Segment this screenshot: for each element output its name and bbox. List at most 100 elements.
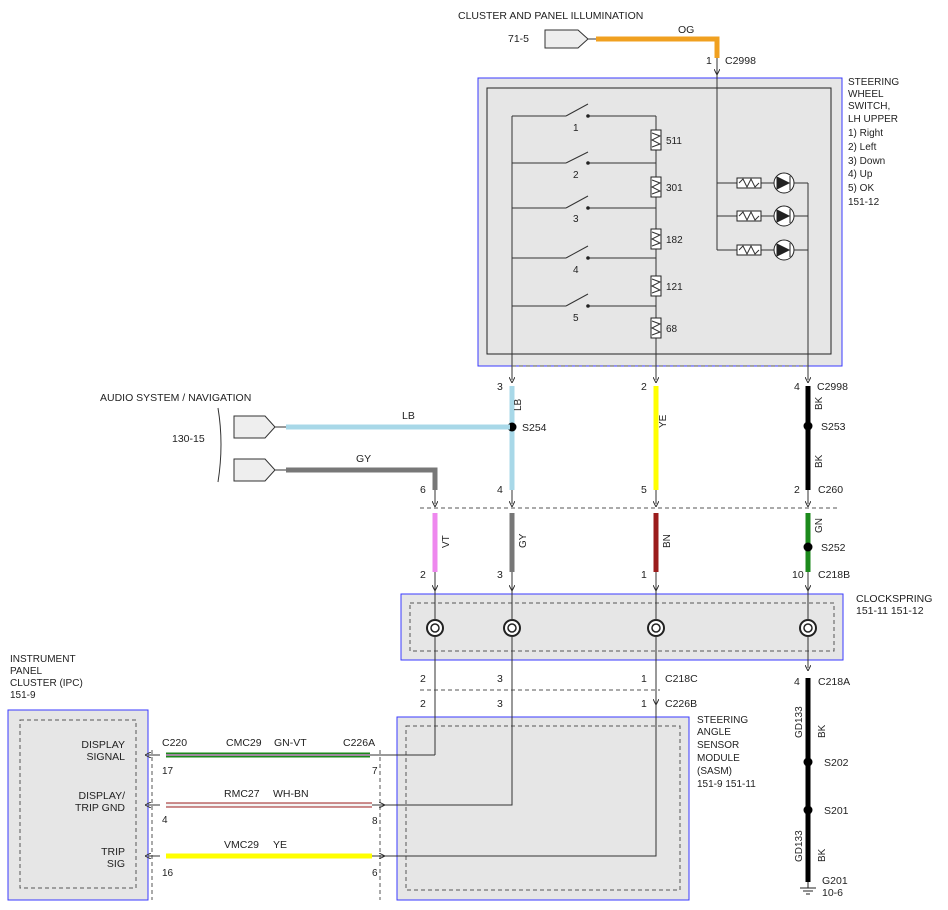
- ipc-signal-labels: DISPLAY SIGNAL DISPLAY/ TRIP GND TRIP SI…: [75, 739, 125, 870]
- svg-text:SENSOR: SENSOR: [697, 740, 739, 751]
- c220-label: C220: [162, 737, 187, 749]
- bk-label-3: BK: [817, 724, 828, 738]
- ipc-box: [7, 709, 149, 901]
- vmc29-label: VMC29: [224, 839, 259, 851]
- ground-name: G201: [822, 875, 848, 887]
- resistor-ladder: [650, 129, 662, 339]
- pin-3e: 3: [497, 698, 503, 710]
- audio-connector-2: [233, 458, 276, 482]
- svg-text:151-9: 151-9: [10, 690, 36, 701]
- svg-text:2) Left: 2) Left: [848, 142, 877, 153]
- ground-symbol: [800, 882, 816, 895]
- pin-2-top: 2: [641, 381, 647, 393]
- audio-gy-label: GY: [356, 453, 371, 465]
- svg-text:STEERING: STEERING: [697, 715, 748, 726]
- clockspring-box: [400, 593, 844, 661]
- top-connector-shape: [544, 29, 589, 49]
- bk-label-2: BK: [814, 454, 825, 468]
- audio-ref: 130-15: [172, 433, 205, 445]
- sasm-title: STEERING ANGLE SENSOR MODULE (SASM) 151-…: [697, 715, 756, 790]
- svg-text:STEERING: STEERING: [848, 77, 899, 88]
- s253-label: S253: [821, 421, 846, 433]
- sasm-box: [396, 716, 690, 901]
- svg-text:INSTRUMENT: INSTRUMENT: [10, 654, 76, 665]
- c226a-label: C226A: [343, 737, 375, 749]
- clockspring-title: CLOCKSPRING: [856, 593, 932, 605]
- svg-text:151-9 151-11: 151-9 151-11: [697, 779, 756, 790]
- vt-label: VT: [441, 535, 452, 548]
- s202-label: S202: [824, 757, 849, 769]
- switch-pos-1: 1: [573, 123, 579, 134]
- resistor-121: 121: [666, 282, 683, 293]
- wh-bn-label: WH-BN: [273, 788, 309, 800]
- resistor-182: 182: [666, 235, 683, 246]
- pin-5: 5: [641, 484, 647, 496]
- s252-label: S252: [821, 542, 846, 554]
- top-connector: C2998: [725, 55, 756, 67]
- pin-6-sasm: 6: [372, 868, 378, 879]
- svg-text:1) Right: 1) Right: [848, 128, 883, 139]
- audio-lb-label: LB: [402, 410, 415, 422]
- gy-label: GY: [518, 533, 529, 548]
- top-title: CLUSTER AND PANEL ILLUMINATION: [458, 10, 643, 22]
- ye-label: YE: [658, 414, 669, 428]
- pin-8: 8: [372, 816, 378, 827]
- pin-2e: 2: [420, 698, 426, 710]
- gn-label: GN: [814, 518, 825, 533]
- og-wire: [596, 36, 720, 58]
- s254-label: S254: [522, 422, 547, 434]
- lb-label: LB: [513, 398, 524, 411]
- pin-3c: 3: [497, 569, 503, 581]
- svg-text:PANEL: PANEL: [10, 666, 42, 677]
- ipc-title: INSTRUMENT PANEL CLUSTER (IPC) 151-9: [10, 654, 83, 701]
- svg-text:5) OK: 5) OK: [848, 183, 874, 194]
- c218c-label: C218C: [665, 673, 698, 685]
- splice-s253: [803, 421, 813, 431]
- svg-text:LH UPPER: LH UPPER: [848, 114, 898, 125]
- pin-1c: 1: [641, 569, 647, 581]
- pin-1d: 1: [641, 673, 647, 685]
- ground-ref: 10-6: [822, 887, 843, 899]
- svg-text:(SASM): (SASM): [697, 766, 732, 777]
- pin-4-ipc: 4: [162, 815, 168, 826]
- pin-4: 4: [497, 484, 503, 496]
- splice-s202: [803, 757, 813, 767]
- pin-3-top: 3: [497, 381, 503, 393]
- svg-text:SIGNAL: SIGNAL: [86, 751, 125, 763]
- pin-7: 7: [372, 766, 378, 777]
- svg-text:WHEEL: WHEEL: [848, 89, 884, 100]
- audio-bracket: [217, 407, 222, 483]
- top-pin: 1: [706, 55, 712, 67]
- led-illumination: [716, 72, 809, 378]
- switch-pos-2: 2: [573, 170, 579, 181]
- resistor-68: 68: [666, 324, 678, 335]
- pin-2b: 2: [794, 484, 800, 496]
- clockspring-refs: 151-11 151-12: [856, 605, 924, 617]
- svg-text:SIG: SIG: [107, 858, 125, 870]
- c218b-label: C218B: [818, 569, 850, 581]
- ye-circuit-label: YE: [273, 839, 287, 851]
- pin-10: 10: [792, 569, 804, 581]
- switch-pos-4: 4: [573, 265, 579, 276]
- pin-17: 17: [162, 766, 174, 777]
- top-ref: 71-5: [508, 33, 529, 45]
- svg-text:TRIP GND: TRIP GND: [75, 802, 125, 814]
- switch-pos-3: 3: [573, 214, 579, 225]
- gd133-label-2: GD133: [794, 830, 805, 862]
- c2998-lower: C2998: [817, 381, 848, 393]
- pin-16: 16: [162, 868, 174, 879]
- svg-text:TRIP: TRIP: [101, 846, 125, 858]
- svg-text:DISPLAY: DISPLAY: [81, 739, 125, 751]
- svg-text:4) Up: 4) Up: [848, 169, 873, 180]
- gn-vt-label: GN-VT: [274, 737, 307, 749]
- pin-6: 6: [420, 484, 426, 496]
- audio-title: AUDIO SYSTEM / NAVIGATION: [100, 392, 251, 404]
- clockspring-coils: [426, 619, 817, 637]
- pin-3d: 3: [497, 673, 503, 685]
- svg-text:151-12: 151-12: [848, 197, 880, 208]
- pin-4f: 4: [794, 676, 800, 688]
- c218a-label: C218A: [818, 676, 850, 688]
- svg-text:3) Down: 3) Down: [848, 156, 885, 167]
- audio-gy-wire: [286, 467, 438, 490]
